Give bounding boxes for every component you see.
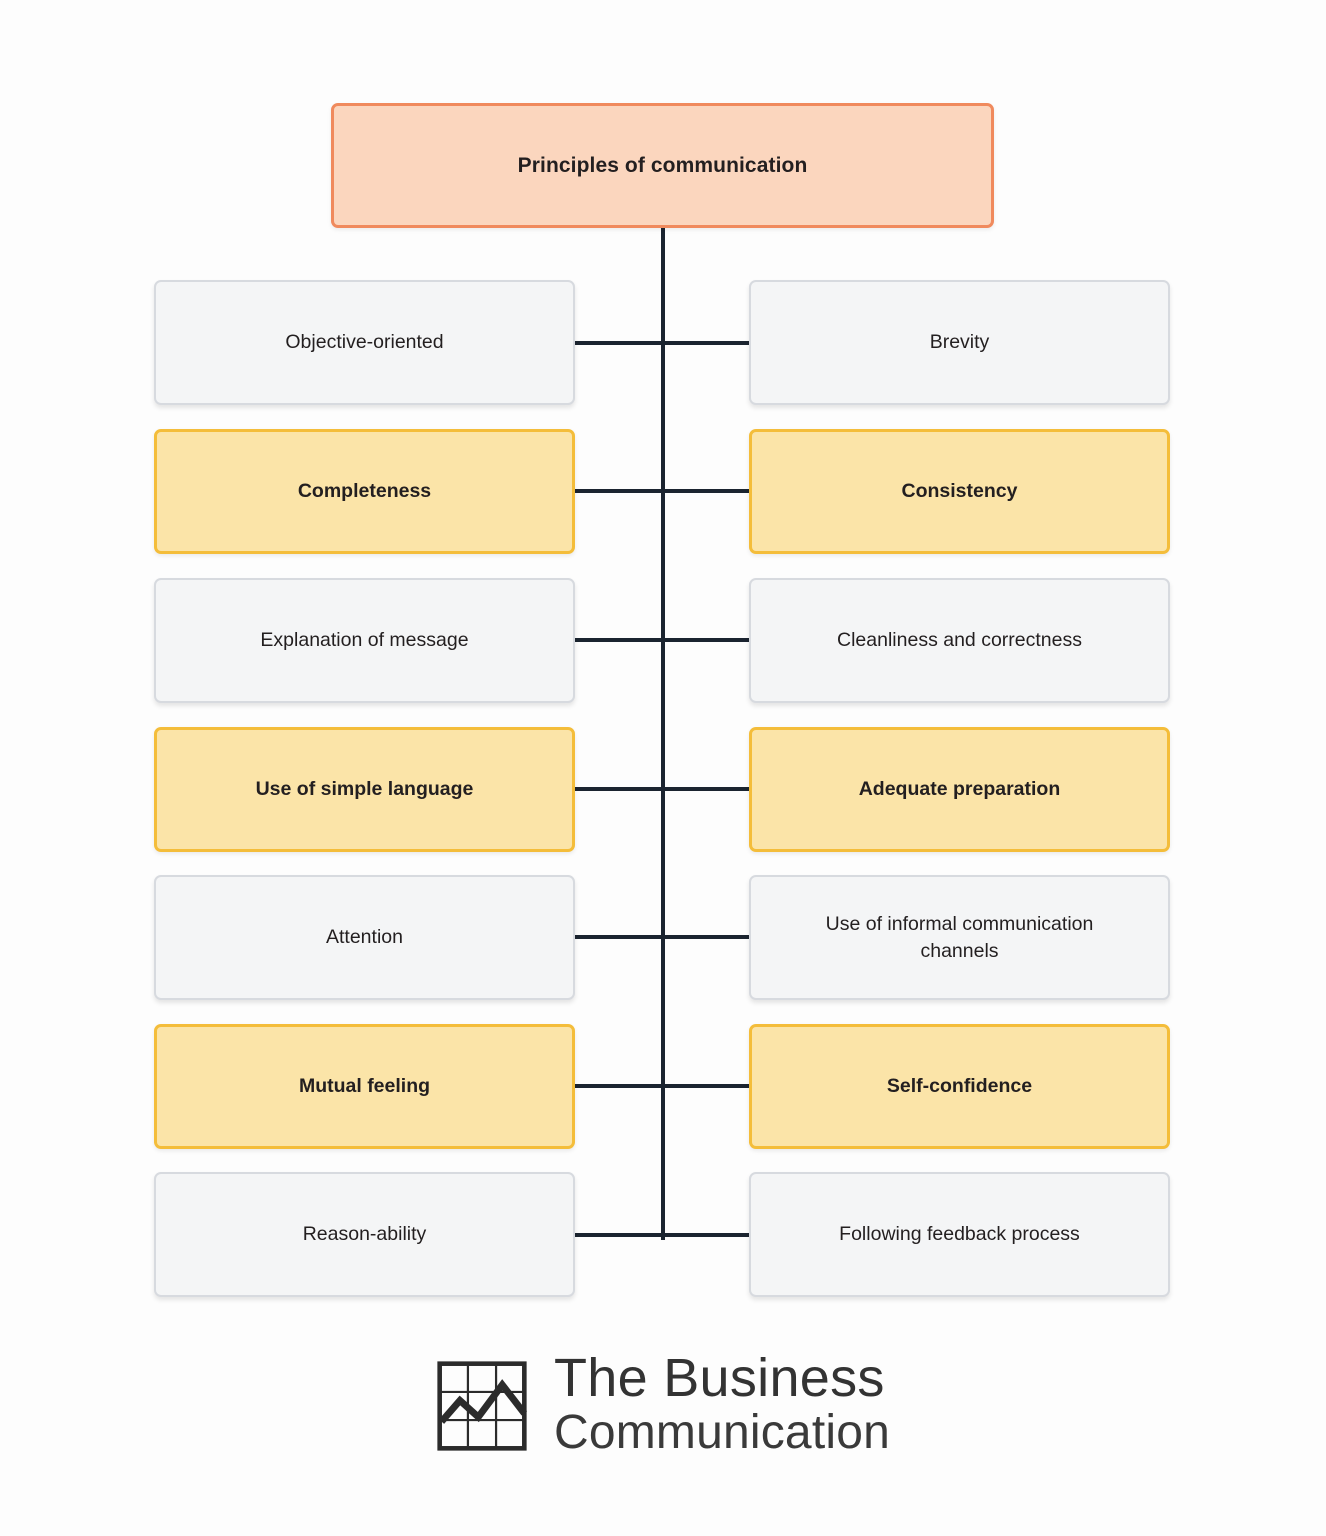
node-label: Explanation of message (260, 629, 469, 652)
node-following-feedback-process[interactable]: Following feedback process (749, 1172, 1170, 1297)
branch-line-left-1 (574, 341, 663, 345)
node-label: Consistency (901, 480, 1018, 503)
node-label: Attention (326, 926, 403, 949)
node-label: Use of informal communication channels (825, 913, 1094, 962)
branch-line-right-6 (663, 1084, 751, 1088)
branch-line-right-4 (663, 787, 751, 791)
node-label: Use of simple language (255, 778, 474, 801)
logo-line-the-business: The Business (553, 1348, 885, 1408)
branch-line-left-6 (574, 1084, 663, 1088)
root-node-principles-of-communication[interactable]: Principles of communication (331, 103, 994, 228)
node-self-confidence[interactable]: Self-confidence (749, 1024, 1170, 1149)
branch-line-left-2 (574, 489, 663, 493)
brand-logo: The Business Communication (0, 1348, 1326, 1459)
node-cleanliness-and-correctness[interactable]: Cleanliness and correctness (749, 578, 1170, 703)
node-label: Completeness (297, 480, 432, 503)
node-consistency[interactable]: Consistency (749, 429, 1170, 554)
node-objective-oriented[interactable]: Objective-oriented (154, 280, 575, 405)
branch-line-right-1 (663, 341, 751, 345)
node-mutual-feeling[interactable]: Mutual feeling (154, 1024, 575, 1149)
logo-line-communication: Communication (553, 1405, 891, 1459)
branch-line-left-5 (574, 935, 663, 939)
branch-line-right-5 (663, 935, 751, 939)
node-adequate-preparation[interactable]: Adequate preparation (749, 727, 1170, 852)
node-brevity[interactable]: Brevity (749, 280, 1170, 405)
node-completeness[interactable]: Completeness (154, 429, 575, 554)
diagram-canvas: Principles of communication Objective-or… (154, 103, 1170, 1297)
node-label: Following feedback process (839, 1223, 1080, 1246)
branch-line-right-3 (663, 638, 751, 642)
node-use-of-informal-communication-channels[interactable]: Use of informal communication channels (749, 875, 1170, 1000)
node-attention[interactable]: Attention (154, 875, 575, 1000)
branch-line-right-2 (663, 489, 751, 493)
branch-line-left-4 (574, 787, 663, 791)
node-use-of-simple-language[interactable]: Use of simple language (154, 727, 575, 852)
branch-line-left-7 (574, 1233, 663, 1237)
branch-line-left-3 (574, 638, 663, 642)
trunk-connector-line (661, 228, 665, 1240)
node-label: Adequate preparation (858, 778, 1061, 801)
root-node-label: Principles of communication (517, 153, 808, 177)
node-label: Self-confidence (886, 1075, 1033, 1098)
logo-wordmark: The Business Communication (553, 1348, 891, 1459)
node-explanation-of-message[interactable]: Explanation of message (154, 578, 575, 703)
node-label: Cleanliness and correctness (837, 629, 1082, 652)
node-label: Objective-oriented (285, 331, 444, 354)
branch-line-right-7 (663, 1233, 751, 1237)
node-label: Reason-ability (302, 1223, 427, 1246)
chart-grid-icon (437, 1361, 528, 1451)
node-label: Mutual feeling (298, 1075, 431, 1098)
node-label: Brevity (929, 331, 990, 354)
node-reason-ability[interactable]: Reason-ability (154, 1172, 575, 1297)
